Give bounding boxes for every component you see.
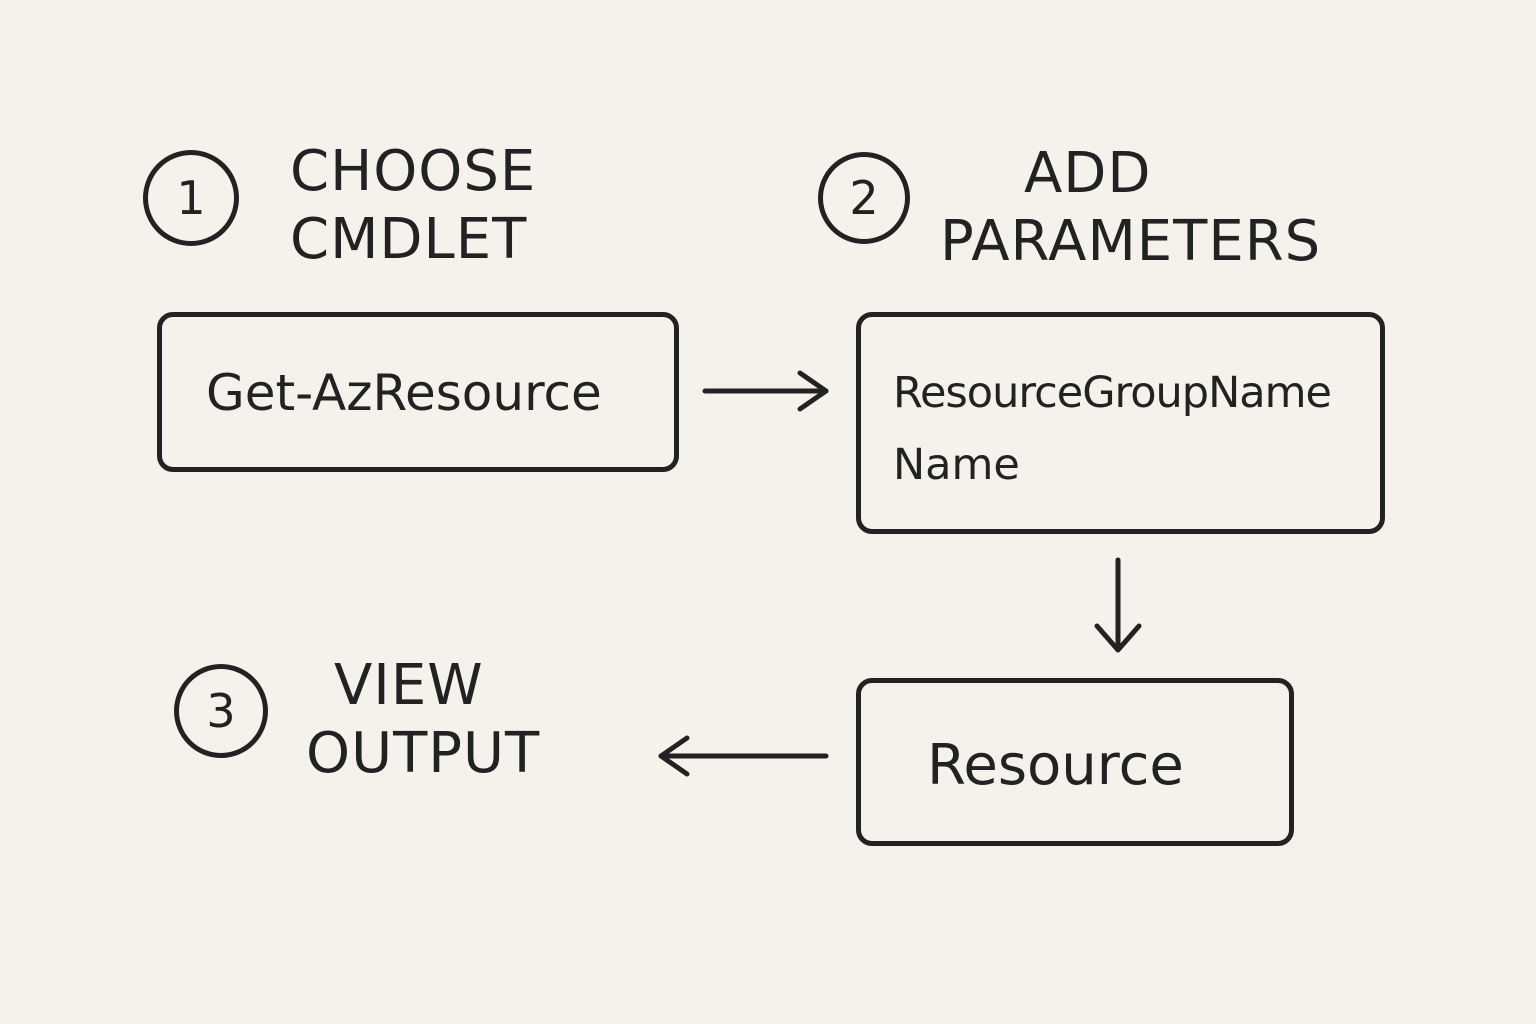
cmdlet-box: Get-AzResource: [157, 312, 679, 472]
output-name: Resource: [927, 733, 1184, 798]
step-2-title-line-2: PARAMETERS: [940, 209, 1322, 274]
cmdlet-name: Get-AzResource: [206, 364, 602, 422]
step-1-title-line-2: CMDLET: [290, 207, 528, 272]
step-2-title: ADD PARAMETERS: [940, 140, 1321, 276]
step-3-title-line-2: OUTPUT: [306, 721, 541, 786]
step-2-number: 2: [818, 152, 910, 244]
parameters-box: ResourceGroupName Name: [856, 312, 1385, 534]
step-1-title: CHOOSE CMDLET: [290, 138, 536, 274]
step-3-title: VIEW OUTPUT: [306, 652, 540, 788]
arrow-output-to-view: [658, 735, 829, 777]
step-2-title-line-1: ADD: [1024, 141, 1152, 206]
arrow-cmdlet-to-parameters: [702, 370, 829, 412]
step-3-title-line-1: VIEW: [334, 653, 484, 718]
step-1-title-line-1: CHOOSE: [290, 139, 537, 204]
step-1-number: 1: [143, 150, 239, 246]
arrow-parameters-to-output: [1094, 557, 1142, 653]
output-box: Resource: [856, 678, 1294, 846]
step-3-number: 3: [174, 664, 268, 758]
parameter-resource-group-name: ResourceGroupName: [893, 368, 1332, 418]
parameter-name: Name: [893, 440, 1020, 490]
